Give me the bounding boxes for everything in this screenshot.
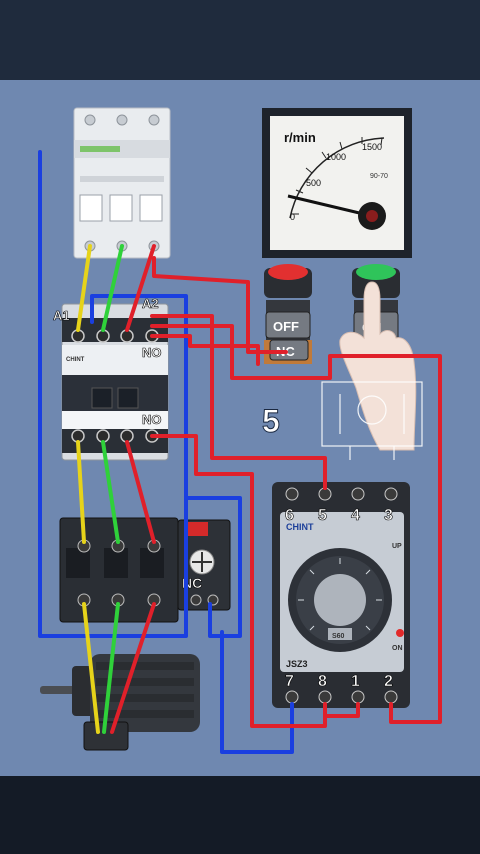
off-push-button[interactable]: OFF NC [264,264,312,364]
gauge-model: 90-70 [370,173,388,180]
wire-red-a2-to-timer [150,314,327,490]
timer-terminal-5: 5 [318,507,327,524]
hand-pointer [339,281,417,451]
timer-terminal-7: 7 [285,673,294,690]
timer-terminal-8: 8 [318,673,327,690]
step-number: 5 [262,403,280,439]
timer-on-label: ON [392,645,403,652]
wire-yellow-mid [76,440,86,544]
timer-up-label: UP [392,543,402,550]
timer-model: JSZ3 [286,659,308,669]
timer-terminal-1: 1 [351,673,360,690]
wire-green-top [101,244,124,332]
bottom-dark-bar [0,776,480,854]
gauge-tick-500: 500 [306,178,321,188]
timer-schematic [321,381,423,460]
circuit-breaker [73,107,171,259]
contactor-brand: CHINT [66,357,85,363]
wire-red-timer-8 [323,702,360,718]
time-relay: CHINT UP ON S60 JSZ3 6 5 4 3 7 8 [272,482,410,708]
wire-yellow-bottom [82,602,100,734]
timer-terminal-4: 4 [351,507,360,524]
wire-red-no-bottom-to-timer [150,434,327,728]
contactor-no-bottom-label: NO [142,412,162,427]
wire-red-no-to-button [150,334,260,366]
gauge-tick-1000: 1000 [326,152,346,162]
wire-red-no-to-buttons [150,324,442,724]
overload-relay: NC [59,517,231,623]
wire-green-mid [101,440,120,544]
top-dark-bar [0,0,480,80]
gauge-tick-0: 0 [290,212,295,222]
wire-red-phase-mid [125,440,156,544]
wire-yellow-top [76,244,92,332]
wire-green-bottom [102,602,120,734]
timer-brand: CHINT [286,522,314,532]
off-button-label: OFF [273,319,299,334]
wire-blue-mid [184,496,242,638]
wire-blue-left [38,150,188,638]
tachometer-gauge: r/min 0 500 1000 1500 90-70 [262,108,412,258]
gauge-unit-label: r/min [284,130,316,145]
timer-terminal-2: 2 [384,673,393,690]
wire-red-breaker-to-button [152,256,288,354]
wire-red-phase-top [125,244,156,332]
contactor-a2-label: A2 [142,296,159,311]
contactor-no-top-label: NO [142,345,162,360]
contactor-a1-label: A1 [53,308,70,323]
timer-dial-label: S60 [332,633,345,640]
wire-red-phase-bottom [110,602,156,734]
timer-terminal-3: 3 [384,507,393,524]
gauge-tick-1500: 1500 [362,142,382,152]
timer-terminal-6: 6 [285,507,294,524]
